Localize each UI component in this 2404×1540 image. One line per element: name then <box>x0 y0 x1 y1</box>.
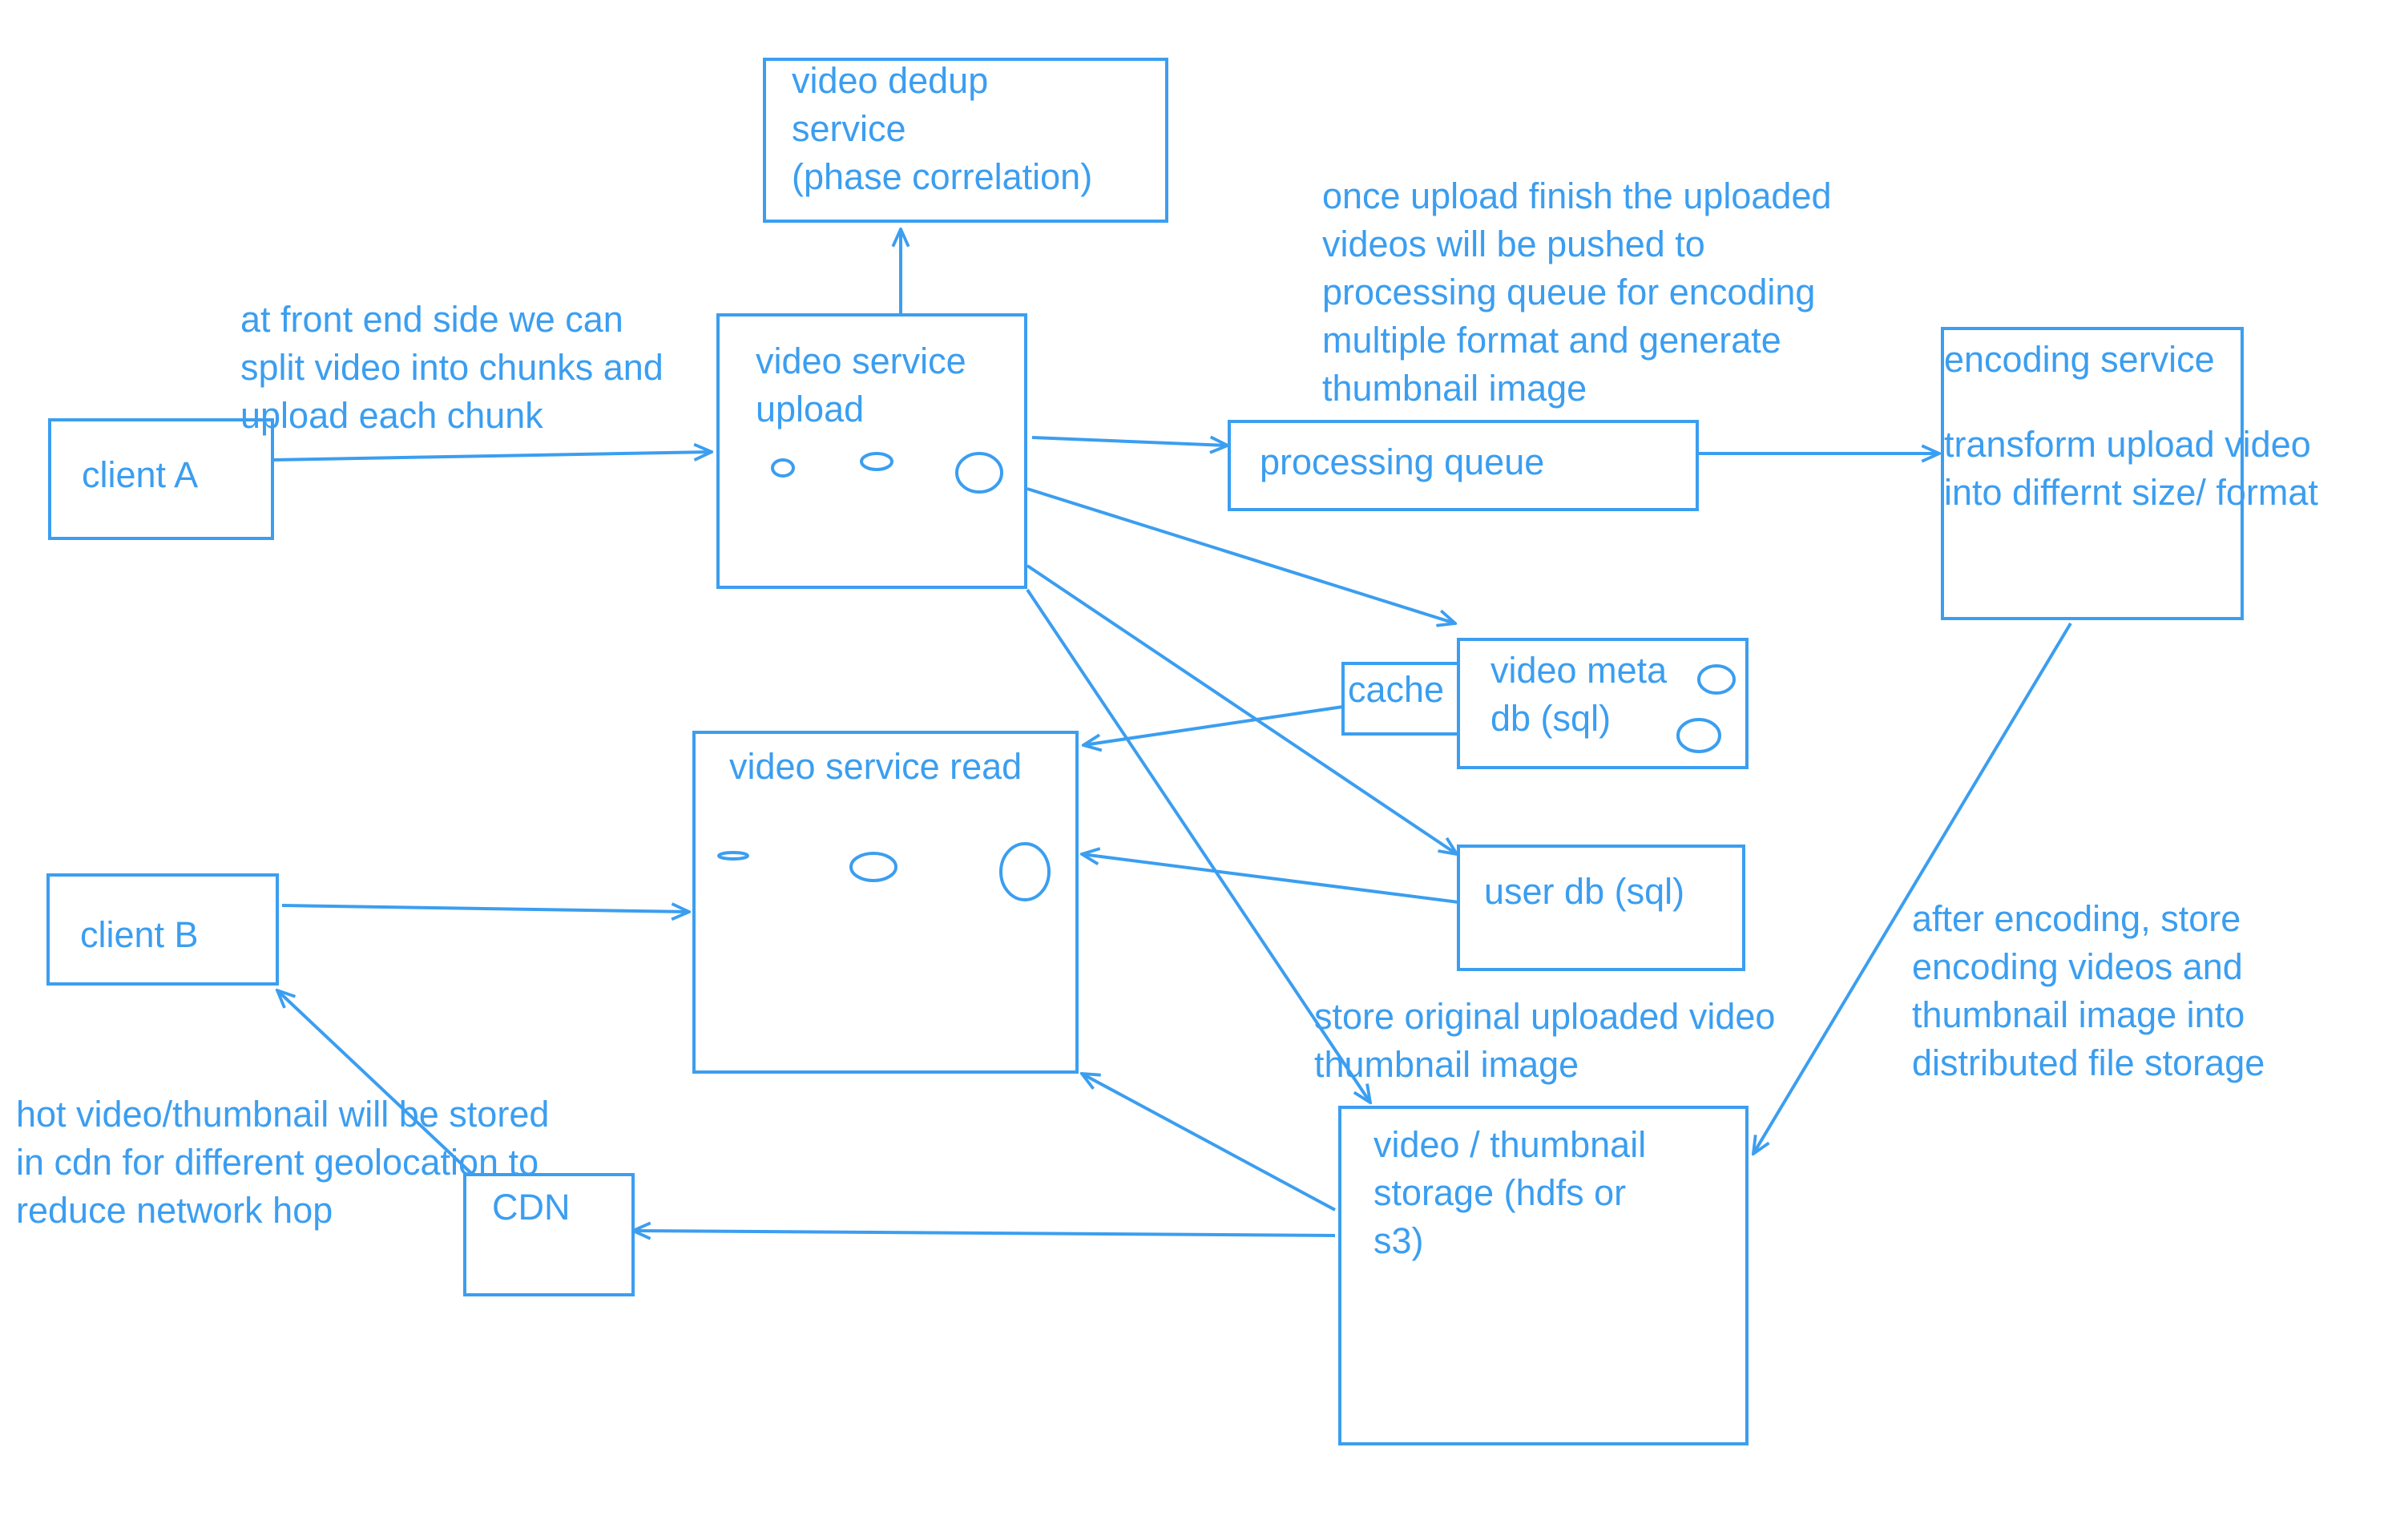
client-b-box <box>46 873 279 986</box>
user-db-label: user db (sql) <box>1484 871 1684 912</box>
arrow-upload-to-meta-db <box>1027 487 1455 623</box>
video-service-read-label: video service read <box>729 746 1022 787</box>
arrow-upload-to-queue <box>1031 437 1228 445</box>
client-a-label: client A <box>82 454 198 495</box>
user-db-box <box>1457 845 1745 971</box>
arrow-client-a-to-upload <box>272 452 712 462</box>
arrow-storage-to-read <box>1082 1074 1336 1211</box>
encoding-service-label: encoding service transform upload video … <box>1944 339 2321 513</box>
arrow-upload-to-storage <box>1026 588 1370 1103</box>
upload-instance-icon-3 <box>955 452 1003 494</box>
video-thumbnail-storage-label: video / thumbnail storage (hdfs or s3) <box>1373 1124 1656 1261</box>
encoding-service-box <box>1941 327 2244 620</box>
meta-db-shard-icon-2 <box>1676 718 1721 753</box>
arrow-encoding-to-storage <box>1753 622 2072 1154</box>
cache-label: cache <box>1348 669 1444 710</box>
meta-db-shard-icon-1 <box>1697 664 1736 695</box>
upload-instance-icon-2 <box>860 452 893 471</box>
client-b-label: client B <box>80 914 199 955</box>
video-service-upload-box <box>716 313 1027 589</box>
read-instance-icon-2 <box>849 852 897 882</box>
cdn-label: CDN <box>492 1187 571 1228</box>
read-instance-icon-3 <box>999 842 1051 901</box>
video-thumbnail-storage-box <box>1338 1106 1749 1445</box>
video-service-read-box <box>692 731 1079 1074</box>
processing-queue-label: processing queue <box>1260 441 1544 482</box>
note-store-original: store original uploaded video thumbnail … <box>1314 996 1785 1085</box>
video-dedup-service-box <box>763 58 1168 223</box>
note-front-end-chunks: at front end side we can split video int… <box>240 299 673 436</box>
upload-instance-icon-1 <box>771 458 795 478</box>
arrow-storage-to-cdn <box>633 1231 1336 1236</box>
note-processing-queue: once upload finish the uploaded videos w… <box>1322 175 1841 409</box>
note-after-encoding: after encoding, store encoding videos an… <box>1912 898 2265 1083</box>
video-service-upload-label: video service upload <box>756 341 976 429</box>
video-dedup-service-label: video dedup service (phase correlation) <box>792 60 1092 197</box>
arrow-client-b-to-read <box>281 905 689 912</box>
arrow-cache-to-read <box>1083 705 1344 745</box>
read-instance-icon-1 <box>717 851 749 861</box>
processing-queue-box <box>1228 420 1699 511</box>
client-a-box <box>48 418 274 540</box>
video-meta-db-box <box>1457 638 1749 769</box>
arrow-upload-to-user-db <box>1026 564 1457 854</box>
video-meta-db-label: video meta db (sql) <box>1490 650 1677 739</box>
arrow-cdn-to-client-b <box>277 990 474 1176</box>
note-hot-video-cdn: hot video/thumbnail will be stored in cd… <box>16 1094 559 1231</box>
arrow-user-db-to-read <box>1082 854 1459 904</box>
